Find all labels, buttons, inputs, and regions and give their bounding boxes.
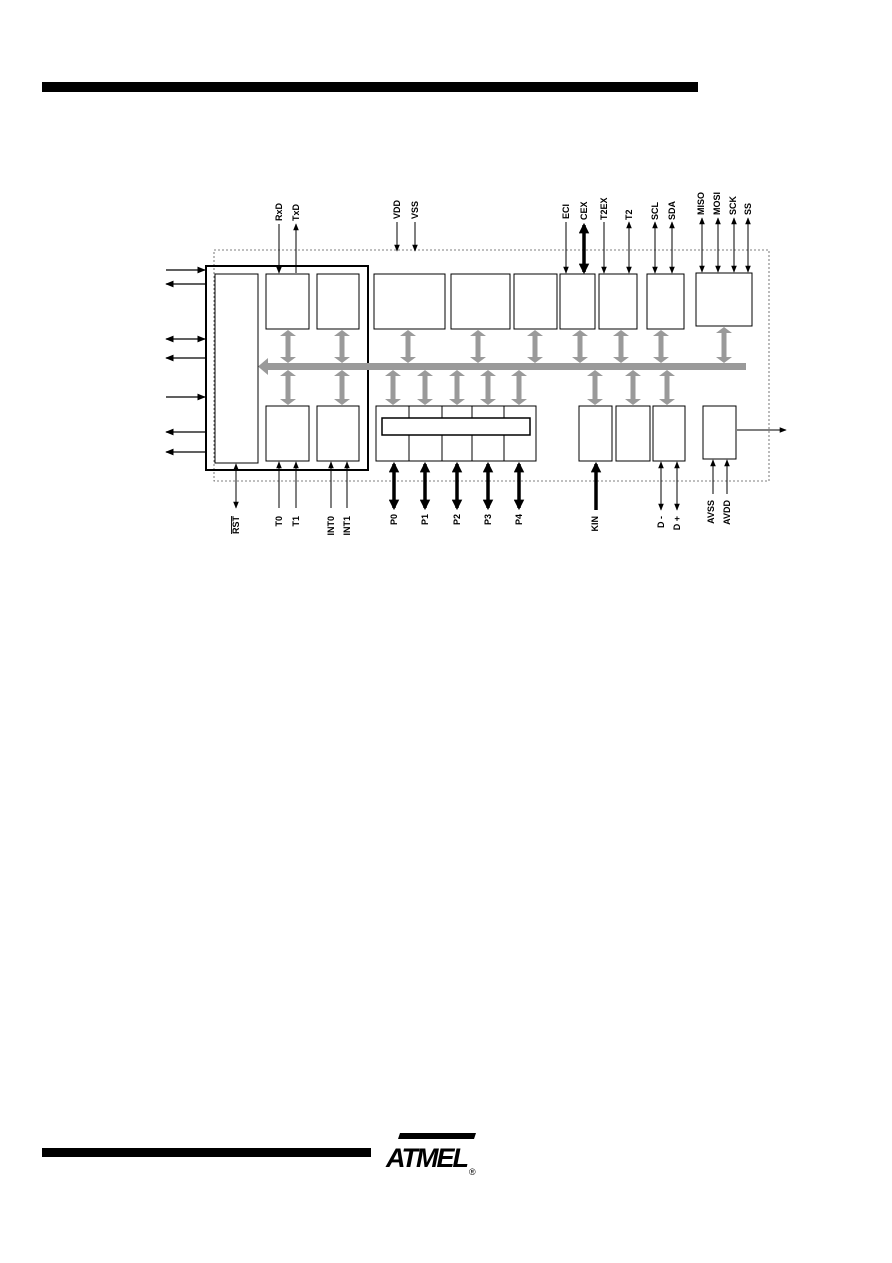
twi-block [646,273,685,330]
block-top-5 [513,273,558,330]
pin-label-miso: MISO [696,192,706,215]
pin-label-rxd: RxD [274,202,284,221]
pin-label-sda: SDA [667,200,677,220]
pin-labels: RxD TxD VDD VSS ECI CEX T2EX T2 SCL SDA MISO MOSI SC… [231,192,753,536]
bus-connector [653,330,669,363]
header-rule [42,82,698,92]
timer2-block [598,273,638,330]
pin-label-rst: RST [231,515,241,534]
cpu-block [214,273,259,464]
pin-label-avss: AVSS [706,500,716,524]
port-inner-strip [381,417,531,436]
bus-connector [280,330,296,363]
atmel-logo: ATMEL ® [385,1133,476,1177]
pin-label-p0: P0 [389,514,399,525]
bus-connector [613,330,629,363]
pin-label-int1: INT1 [342,516,352,536]
pin-label-vss: VSS [410,201,420,219]
block-diagram: RxD TxD VDD VSS ECI CEX T2EX T2 SCL SDA MISO MOSI SC… [165,192,787,536]
pin-label-t1: T1 [291,516,301,527]
bus-connector [659,370,675,405]
usb-block [652,405,686,462]
pin-label-d+: D + [672,516,682,530]
pin-label-vdd: VDD [392,199,402,219]
logo-text: ATMEL [385,1143,467,1173]
uart-block [265,273,310,330]
pin-label-d-: D - [656,516,666,528]
pin-label-int0: INT0 [326,516,336,536]
pin-label-t0: T0 [274,516,284,527]
pin-label-t2ex: T2EX [599,197,609,220]
ram-block [373,273,446,330]
pin-label-txd: TxD [291,203,301,221]
adc-block [702,405,737,460]
bus-connector [572,330,588,363]
pin-label-cex: CEX [579,201,589,220]
bus-connector [400,330,416,363]
registered-mark: ® [469,1167,476,1177]
bus-connector [480,370,496,405]
block-top-2 [316,273,360,330]
pin-label-avdd: AVDD [722,500,732,525]
internal-bus [264,363,746,370]
bus-connector [625,370,641,405]
bus-connector [511,370,527,405]
footer-rule [42,1148,371,1157]
chip-boundary [213,249,770,482]
bus-connector [527,330,543,363]
bus-connector [449,370,465,405]
spi-block [695,272,753,327]
port-arrows [388,222,602,511]
timer-block [265,405,310,462]
pin-label-mosi: MOSI [712,192,722,215]
left-io-arrows [165,266,206,456]
keyboard-block [578,405,613,462]
pin-lines [233,217,787,511]
pin-label-p1: P1 [420,514,430,525]
bus-connector [280,370,296,405]
pin-label-sck: SCK [728,195,738,215]
bus-left-head [258,358,268,375]
bus-connector [334,370,350,405]
pin-label-p2: P2 [452,514,462,525]
rom-block [450,273,511,330]
bus-connector [385,370,401,405]
int-block [316,405,360,462]
pin-label-eci: ECI [561,204,571,219]
pin-label-t2: T2 [624,209,634,220]
bus-connector [334,330,350,363]
pin-label-p4: P4 [514,514,524,525]
pin-label-scl: SCL [650,201,660,220]
bus-connector [587,370,603,405]
pin-label-p3: P3 [483,514,493,525]
pca-block [559,273,596,330]
block-bottom-7 [615,405,651,462]
bus-connector [716,327,732,363]
pin-label-kin: KIN [590,516,600,532]
bus-connector [470,330,486,363]
bus-connectors [280,327,732,405]
bus-connector [417,370,433,405]
pin-label-ss: SS [743,203,753,215]
